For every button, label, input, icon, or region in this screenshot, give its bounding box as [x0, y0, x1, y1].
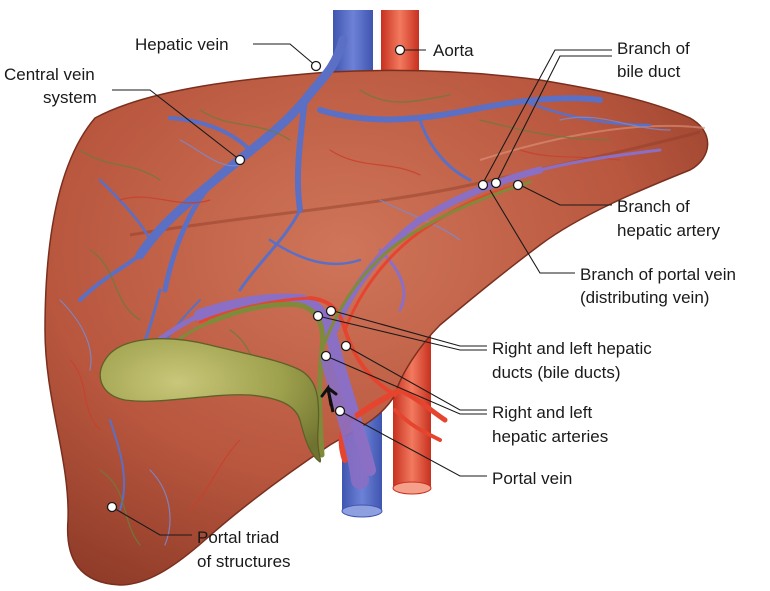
label-central-vein-1: Central vein [4, 65, 95, 84]
fine-vessels [59, 89, 671, 546]
dot-hepatic-vein [310, 60, 322, 72]
portal-vein-trunk [321, 351, 369, 489]
label-bile-branch-1: Branch of [617, 39, 690, 58]
label-hepatic-vein: Hepatic vein [135, 35, 229, 54]
labels: Hepatic vein Aorta Central vein system B… [4, 35, 736, 571]
label-portal-vein: Portal vein [492, 469, 572, 488]
label-hep-ducts-2: ducts (bile ducts) [492, 363, 621, 382]
dot-hepatic-artery-left [340, 340, 352, 352]
pointer-dots [106, 44, 524, 513]
flow-arrow-shaft [326, 388, 335, 413]
dot-central-vein [234, 154, 246, 166]
dot-aorta [394, 44, 406, 56]
aorta-bottom-end [392, 481, 432, 495]
dot-portal-vein [334, 405, 346, 417]
label-aorta: Aorta [433, 41, 474, 60]
label-portal-triad-2: of structures [197, 552, 291, 571]
liver-left-lobe-edge [479, 124, 706, 161]
liver-body [44, 69, 709, 586]
dot-hepatic-duct-right [312, 310, 324, 322]
label-central-vein-2: system [43, 88, 97, 107]
dot-hepatic-duct-left [325, 305, 337, 317]
gallbladder [99, 338, 322, 463]
label-hep-arteries-1: Right and left [492, 403, 592, 422]
label-artery-branch-1: Branch of [617, 197, 690, 216]
liver-fold [129, 130, 701, 237]
dot-bile-branch [490, 177, 502, 189]
label-hep-arteries-2: hepatic arteries [492, 427, 608, 446]
label-bile-branch-2: bile duct [617, 62, 681, 81]
vena-cava-bottom-end [341, 504, 383, 518]
label-portal-branch-1: Branch of portal vein [580, 265, 736, 284]
dot-portal-branch [477, 179, 489, 191]
dot-hepatic-artery-right [320, 350, 332, 362]
dot-artery-branch [512, 179, 524, 191]
leader-lines [111, 43, 612, 536]
label-portal-branch-2: (distributing vein) [580, 288, 709, 307]
label-artery-branch-2: hepatic artery [617, 221, 720, 240]
dot-portal-triad [106, 501, 118, 513]
label-portal-triad-1: Portal triad [197, 528, 279, 547]
label-hep-ducts-1: Right and left hepatic [492, 339, 652, 358]
